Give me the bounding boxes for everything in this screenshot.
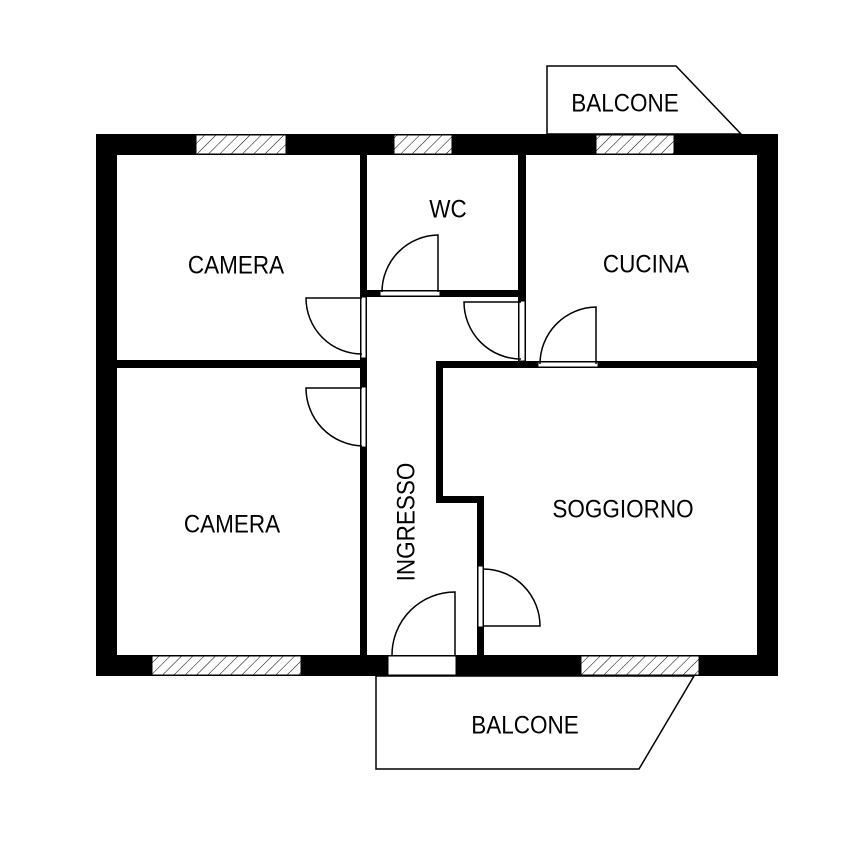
door-opening <box>518 300 526 362</box>
door-swing-soggiorno <box>482 568 541 627</box>
door-swing-cucina <box>539 306 597 365</box>
window <box>580 655 700 676</box>
interior-walls <box>117 155 757 655</box>
room-label-camera: CAMERA <box>184 511 280 539</box>
door-opening <box>537 361 599 368</box>
door-opening <box>360 386 367 448</box>
window <box>393 134 453 155</box>
door-opening <box>379 290 441 297</box>
room-label-balcone: BALCONE <box>471 712 578 740</box>
door-swing-camera-bottom <box>305 387 363 447</box>
room-label-balcone: BALCONE <box>571 90 678 118</box>
entrance-door-opening <box>387 655 457 676</box>
window <box>595 134 675 155</box>
room-label-camera: CAMERA <box>188 252 284 280</box>
window <box>151 655 302 676</box>
door-swing-cucina-side <box>463 301 522 360</box>
door-swing-camera-top <box>305 297 363 355</box>
room-label-ingresso: INGRESSO <box>393 463 421 582</box>
door-opening <box>360 296 367 359</box>
room-label-wc: WC <box>429 196 466 224</box>
room-label-soggiorno: SOGGIORNO <box>552 496 693 524</box>
door-swing-wc <box>381 234 439 293</box>
room-label-cucina: CUCINA <box>603 251 689 279</box>
window <box>195 134 287 155</box>
door-swing-entrance <box>391 591 456 656</box>
door-opening <box>477 565 484 628</box>
